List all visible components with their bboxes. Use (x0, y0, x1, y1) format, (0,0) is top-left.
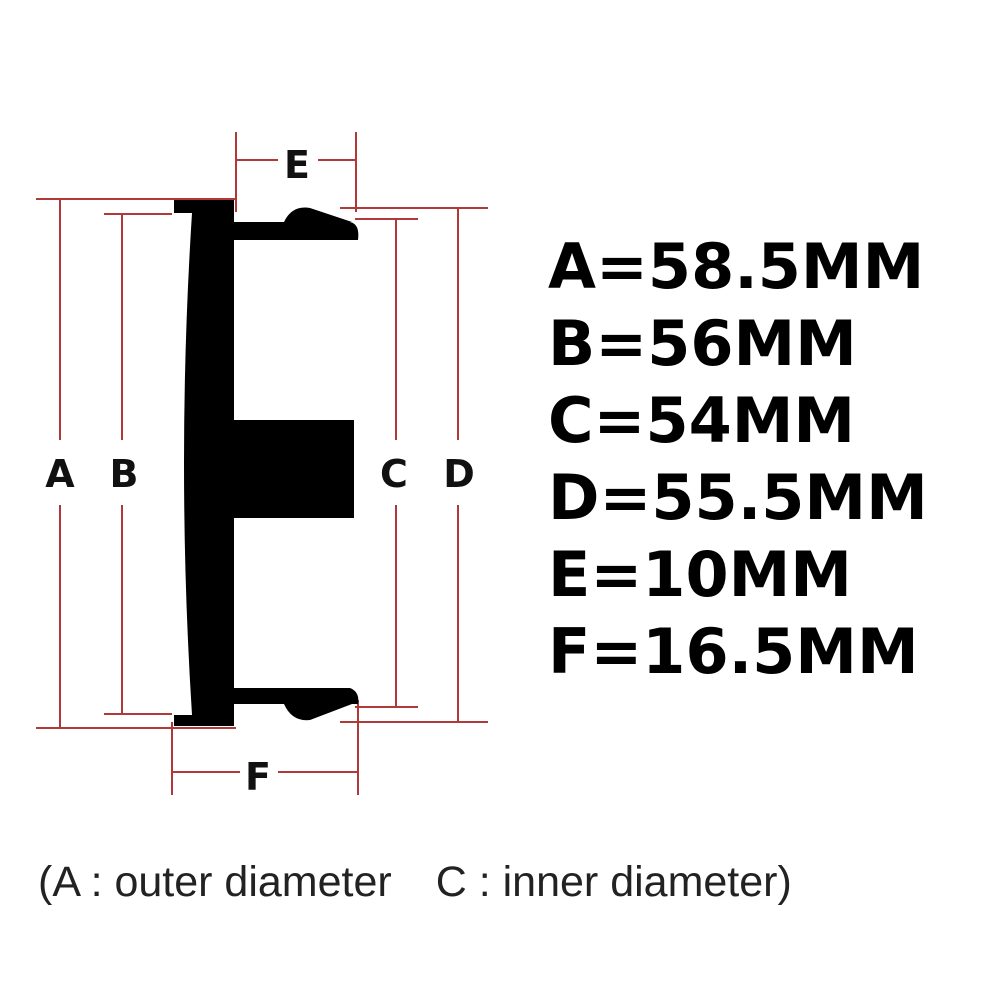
spec-d: D=55.5MM (548, 461, 928, 534)
dimension-lines (36, 132, 488, 795)
dim-f-label: F (245, 755, 271, 799)
dim-d-label: D (443, 452, 475, 496)
spec-e: E=10MM (548, 538, 852, 611)
caption-outer-diameter: (A : outer diameter (38, 858, 392, 906)
diameter-caption: (A : outer diameter C : inner diameter) (38, 858, 978, 907)
spec-b: B=56MM (548, 307, 857, 380)
top-clip-hook (284, 207, 352, 222)
dim-e-label: E (284, 143, 310, 187)
dim-a-label: A (45, 452, 75, 496)
hub-cap-face (174, 200, 234, 726)
hub-cap-profile (174, 200, 359, 726)
dimension-spec-list: A=58.5MM B=56MM C=54MM D=55.5MM E=10MM F… (548, 228, 928, 690)
center-boss (234, 420, 354, 518)
bottom-clip-arm (234, 688, 359, 704)
spec-c: C=54MM (548, 384, 856, 457)
spec-a: A=58.5MM (548, 230, 925, 303)
bottom-clip-hook (284, 704, 352, 721)
caption-inner-diameter: C : inner diameter) (435, 858, 792, 906)
dim-c-label: C (380, 452, 408, 496)
top-clip-arm (234, 222, 359, 240)
spec-f: F=16.5MM (548, 615, 919, 688)
dim-b-label: B (110, 452, 139, 496)
